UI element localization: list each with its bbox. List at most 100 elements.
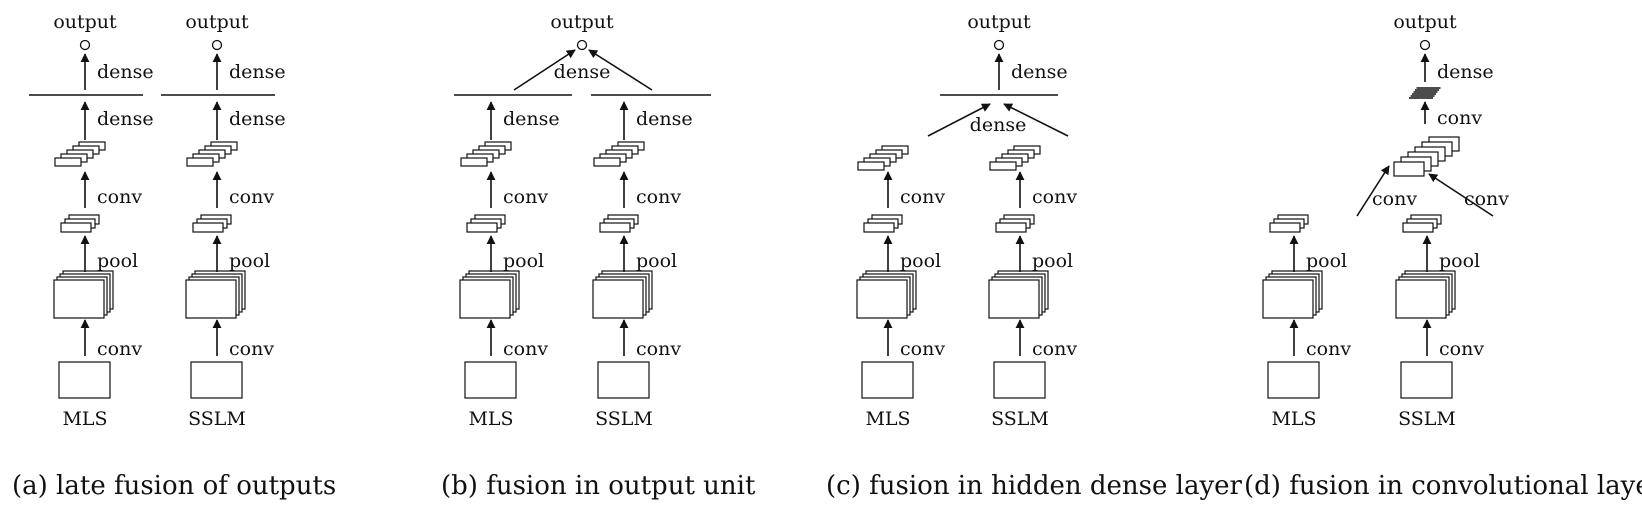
- feature-map: [192, 222, 224, 233]
- feature-map: [60, 222, 92, 233]
- dense-label: dense: [1437, 61, 1494, 83]
- feature-map: [856, 279, 908, 319]
- pool-label: pool: [503, 250, 544, 272]
- output-label: output: [550, 11, 614, 33]
- output-unit: [79, 39, 91, 51]
- feature-map: [592, 279, 644, 319]
- mls-conv-feature-maps: [53, 270, 114, 319]
- conv-label: conv: [503, 186, 548, 208]
- mls-input-label: MLS: [62, 408, 107, 430]
- output-label: output: [53, 11, 117, 33]
- feature-map: [1262, 279, 1314, 319]
- output-unit: [211, 39, 223, 51]
- sslm-conv2-maps: [593, 141, 645, 167]
- conv-label: conv: [1372, 188, 1417, 210]
- feature-map: [989, 161, 1017, 171]
- conv-label: conv: [900, 186, 945, 208]
- subfigure-caption: (a) late fusion of outputs: [12, 471, 336, 501]
- mls-conv-feature-maps: [1262, 270, 1323, 319]
- conv-label: conv: [900, 338, 945, 360]
- fusion-arrow: [1428, 173, 1494, 217]
- sslm-pooled-maps: [1402, 214, 1442, 233]
- fusion-arrow: [1003, 103, 1069, 137]
- sslm-input-label: SSLM: [991, 408, 1049, 430]
- sslm-input-box: [190, 361, 243, 399]
- feature-map: [1393, 161, 1425, 177]
- mls-conv-feature-maps: [856, 270, 917, 319]
- feature-map: [53, 279, 105, 319]
- mls-input-box: [464, 361, 517, 399]
- conv-label: conv: [229, 186, 274, 208]
- conv-label: conv: [229, 338, 274, 360]
- subfigure-caption: (c) fusion in hidden dense layer: [826, 471, 1243, 501]
- mls-conv2-maps: [857, 145, 909, 171]
- conv-label: conv: [1437, 107, 1482, 129]
- output-unit: [993, 39, 1005, 51]
- feature-map: [54, 157, 82, 167]
- output-label: output: [1393, 11, 1457, 33]
- feature-map: [988, 279, 1040, 319]
- feature-map: [1402, 222, 1434, 233]
- mls-input-label: MLS: [468, 408, 513, 430]
- conv-label: conv: [503, 338, 548, 360]
- fusion-arrow: [513, 49, 576, 91]
- conv-label: conv: [1439, 338, 1484, 360]
- feature-map: [995, 222, 1027, 233]
- dense-label: dense: [970, 114, 1027, 136]
- dense-label: dense: [636, 108, 693, 130]
- conv-label: conv: [1464, 188, 1509, 210]
- pool-label: pool: [97, 250, 138, 272]
- fused-dense-stripes: [1409, 87, 1441, 99]
- conv-label: conv: [636, 338, 681, 360]
- feature-map: [599, 222, 631, 233]
- sslm-input-label: SSLM: [595, 408, 653, 430]
- mls-conv2-maps: [54, 141, 106, 167]
- sslm-input-box: [1400, 361, 1453, 399]
- subfigure-caption: (b) fusion in output unit: [441, 471, 756, 501]
- sslm-conv2-maps: [186, 141, 238, 167]
- mls-pooled-maps: [1269, 214, 1309, 233]
- dense-label: dense: [97, 61, 154, 83]
- mls-pooled-maps: [60, 214, 100, 233]
- feature-map: [593, 157, 621, 167]
- feature-map: [863, 222, 895, 233]
- feature-map: [460, 157, 488, 167]
- output-label: output: [185, 11, 249, 33]
- conv-label: conv: [1306, 338, 1351, 360]
- pool-label: pool: [636, 250, 677, 272]
- dense-label: dense: [1011, 61, 1068, 83]
- fused-conv-maps: [1393, 136, 1460, 177]
- feature-map: [857, 161, 885, 171]
- mls-input-box: [58, 361, 111, 399]
- dense-label: dense: [229, 61, 286, 83]
- conv-label: conv: [1032, 338, 1077, 360]
- pool-label: pool: [1306, 250, 1347, 272]
- sslm-conv-feature-maps: [1395, 270, 1456, 319]
- mls-pooled-maps: [466, 214, 506, 233]
- fusion-arrow: [1356, 165, 1390, 217]
- conv-label: conv: [636, 186, 681, 208]
- dense-label: dense: [229, 108, 286, 130]
- feature-map: [186, 157, 214, 167]
- sslm-input-box: [993, 361, 1046, 399]
- sslm-conv-feature-maps: [592, 270, 653, 319]
- fusion-arrow: [588, 49, 653, 91]
- sslm-conv-feature-maps: [988, 270, 1049, 319]
- output-unit: [1419, 39, 1431, 51]
- feature-map: [1395, 279, 1447, 319]
- sslm-input-label: SSLM: [188, 408, 246, 430]
- dense-label: dense: [554, 61, 611, 83]
- conv-label: conv: [1032, 186, 1077, 208]
- sslm-pooled-maps: [599, 214, 639, 233]
- pool-label: pool: [900, 250, 941, 272]
- conv-label: conv: [97, 338, 142, 360]
- mls-input-box: [861, 361, 914, 399]
- output-unit: [576, 39, 588, 51]
- mls-input-label: MLS: [1271, 408, 1316, 430]
- mls-input-label: MLS: [865, 408, 910, 430]
- sslm-conv-feature-maps: [185, 270, 246, 319]
- subfigure-caption: (d) fusion in convolutional layer: [1244, 471, 1642, 501]
- mls-input-box: [1267, 361, 1320, 399]
- sslm-input-label: SSLM: [1398, 408, 1456, 430]
